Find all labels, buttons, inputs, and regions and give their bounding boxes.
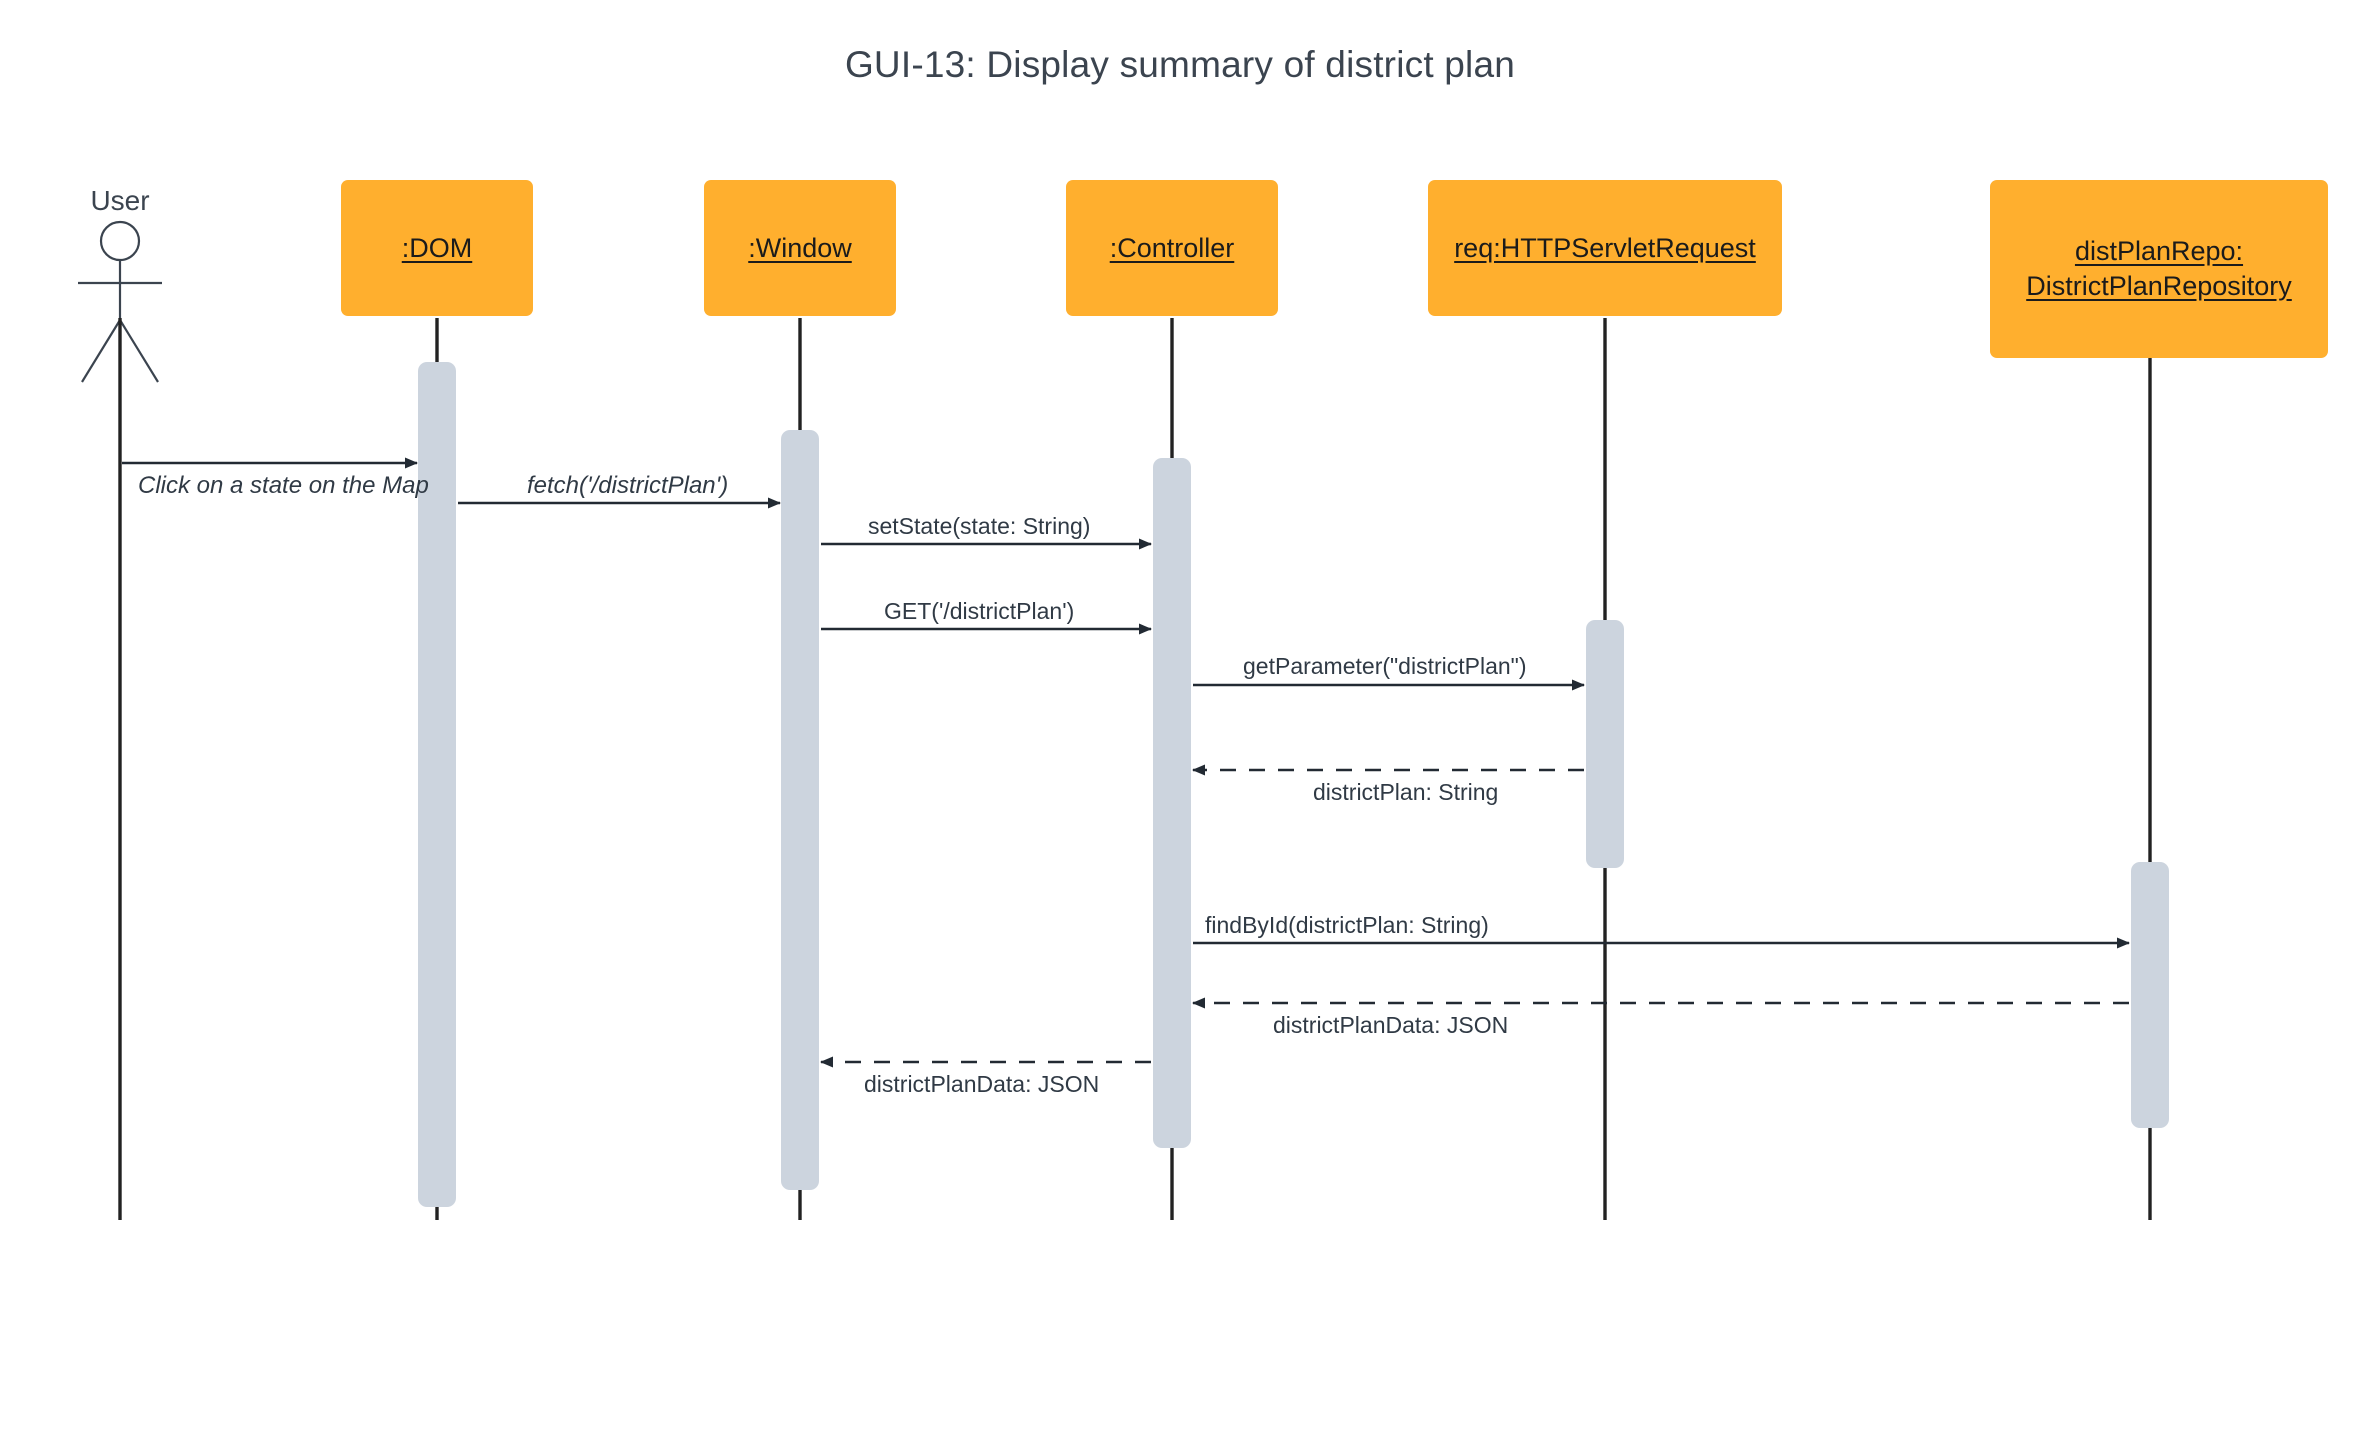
- message-label-m6: districtPlan: String: [1313, 779, 1499, 805]
- participant-box-window[interactable]: :Window: [704, 180, 896, 316]
- actor-stick-figure: [78, 220, 162, 383]
- participant-box-request[interactable]: req:HTTPServletRequest: [1428, 180, 1782, 316]
- participant-label-window: :Window: [748, 232, 852, 263]
- activation-bar-repository: [2131, 862, 2169, 1128]
- message-label-m5: getParameter("districtPlan"): [1243, 653, 1527, 679]
- actor-user-label: User: [90, 185, 150, 216]
- message-label-m4: GET('/districtPlan'): [884, 598, 1075, 624]
- message-label-m7: findById(districtPlan: String): [1205, 912, 1489, 938]
- message-label-m9: districtPlanData: JSON: [864, 1071, 1100, 1097]
- message-arrows: Controller (dashed return) --> Controlle…: [122, 457, 2130, 1068]
- message-label-m8: districtPlanData: JSON: [1273, 1012, 1509, 1038]
- participant-label-controller: :Controller: [1109, 232, 1235, 263]
- participant-box-controller[interactable]: :Controller: [1066, 180, 1278, 316]
- activation-bar-controller: [1153, 458, 1191, 1148]
- participant-label-request: req:HTTPServletRequest: [1454, 232, 1756, 263]
- message-label-m3: setState(state: String): [868, 513, 1091, 539]
- activation-bar-window: [781, 430, 819, 1190]
- message-label-m2: fetch('/districtPlan'): [527, 472, 729, 499]
- activation-bar-request: [1586, 620, 1624, 868]
- participant-label-repository: distPlanRepo: DistrictPlanRepository: [2026, 236, 2292, 301]
- page-title: GUI-13: Display summary of district plan: [844, 44, 1516, 85]
- participant-label-dom: :DOM: [401, 232, 473, 263]
- participant-box-repository[interactable]: distPlanRepo: DistrictPlanRepository: [1990, 180, 2328, 358]
- participant-box-dom[interactable]: :DOM: [341, 180, 533, 316]
- activation-bar-dom: [418, 362, 456, 1207]
- message-label-m1: Click on a state on the Map: [138, 472, 429, 499]
